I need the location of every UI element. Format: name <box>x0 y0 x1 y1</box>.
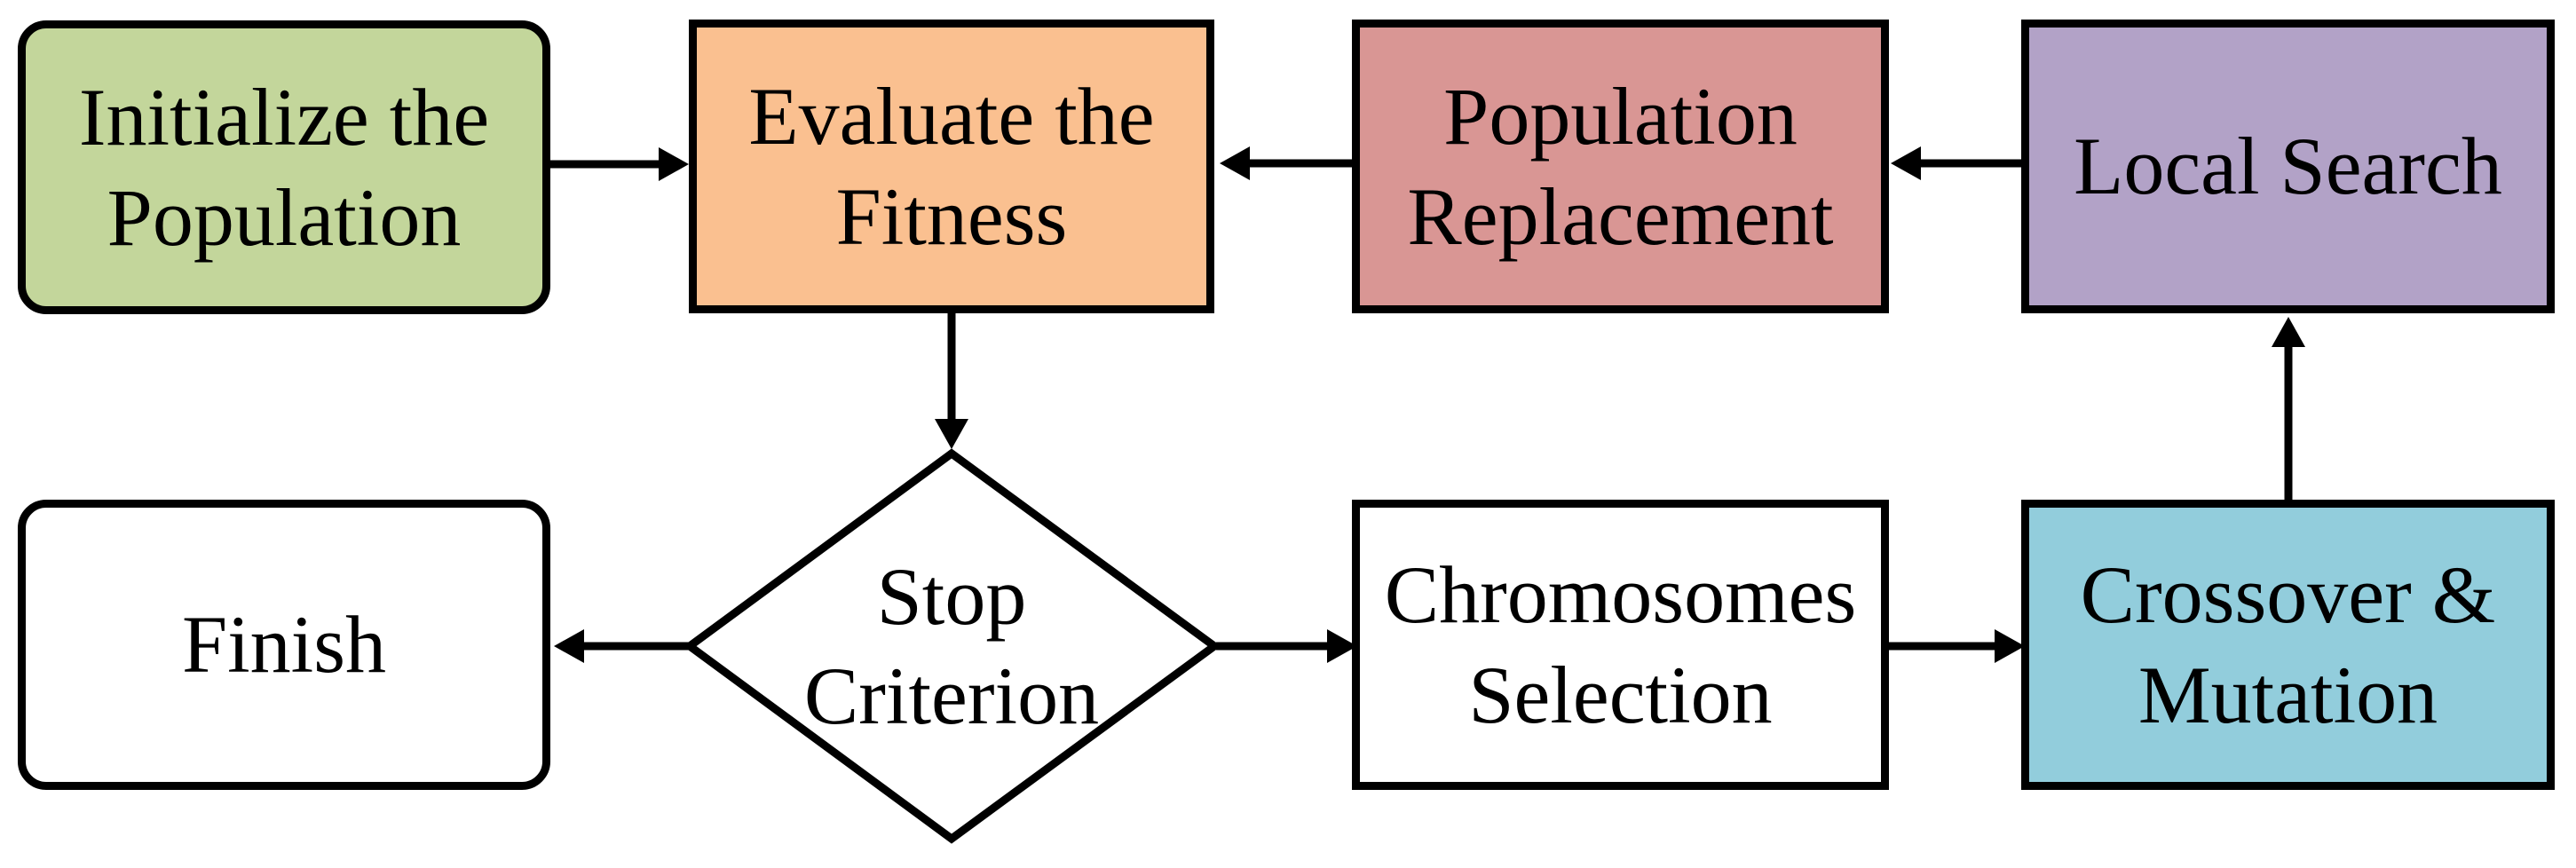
arrow-crossover-to-local-search <box>2272 317 2305 500</box>
arrow-stop-to-finish <box>554 629 691 663</box>
node-stop-criterion: Stop Criterion <box>747 528 1156 764</box>
node-stop-criterion-shape <box>683 448 1221 844</box>
node-chromosomes-selection: Chromosomes Selection <box>1352 500 1889 790</box>
node-label: Evaluate the Fitness <box>748 71 1155 262</box>
arrow-selection-to-crossover <box>1889 629 2025 663</box>
node-finish: Finish <box>18 500 550 790</box>
arrow-evaluate-to-stop <box>935 313 968 449</box>
node-label: Stop Criterion <box>803 550 1100 741</box>
node-crossover-and-mutation: Crossover & Mutation <box>2021 500 2555 790</box>
node-label: Chromosomes Selection <box>1384 549 1857 740</box>
node-label: Population Replacement <box>1407 71 1834 262</box>
node-label: Initialize the Population <box>78 72 490 263</box>
arrow-replacement-to-evaluate <box>1220 146 1352 180</box>
node-label: Crossover & Mutation <box>2080 549 2496 740</box>
node-evaluate-the-fitness: Evaluate the Fitness <box>689 20 1214 313</box>
node-label: Finish <box>181 599 387 690</box>
arrow-initialize-to-evaluate <box>547 147 689 181</box>
node-local-search: Local Search <box>2021 20 2555 313</box>
node-population-replacement: Population Replacement <box>1352 20 1889 313</box>
node-initialize-the-population: Initialize the Population <box>18 20 550 314</box>
arrow-stop-to-selection <box>1216 629 1357 663</box>
arrow-local-search-to-replacement <box>1891 146 2021 180</box>
node-label: Local Search <box>2074 121 2502 212</box>
